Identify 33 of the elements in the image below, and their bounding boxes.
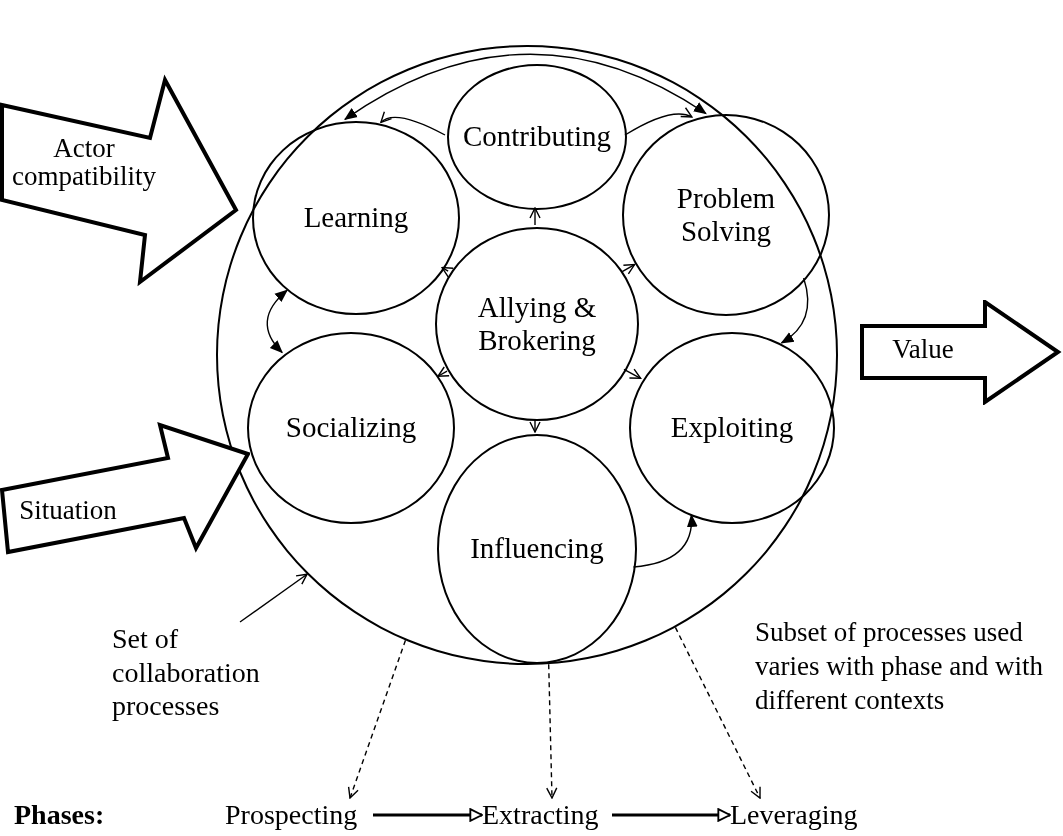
phase-arrow (612, 808, 731, 822)
process-circle: Allying & Brokering (435, 227, 639, 421)
dashed-arrow (674, 626, 761, 799)
process-circle: Learning (252, 121, 460, 315)
process-circle: Exploiting (629, 332, 835, 524)
arrow (380, 111, 446, 136)
arrow-label: Value (891, 335, 955, 364)
arrow (621, 263, 636, 275)
arrow (266, 289, 288, 354)
process-circle: Socializing (247, 332, 455, 524)
process-circle: Influencing (437, 434, 637, 664)
process-circle: Problem Solving (622, 114, 830, 316)
arrow (344, 53, 707, 121)
dashed-arrow (347, 639, 407, 799)
note-text: Subset of processes used varies with phase and with different contexts (755, 616, 1044, 717)
arrow (624, 107, 693, 136)
callout-text: Set of collaboration processes (112, 622, 284, 730)
arrow (529, 418, 541, 433)
phase-label: Prospecting (225, 798, 373, 832)
arrow-label: Actor compatibility (11, 134, 157, 191)
arrow (441, 266, 454, 278)
block-arrow (0, 420, 250, 555)
phases-heading: Phases: (14, 798, 105, 832)
process-circle: Contributing (447, 64, 627, 210)
arrow-label: Situation (18, 496, 118, 525)
phase-label: Leveraging (730, 798, 872, 832)
arrow (529, 207, 541, 226)
phase-arrow (373, 808, 483, 822)
phase-label: Extracting (482, 798, 612, 832)
arrow (437, 366, 450, 377)
block-arrow (860, 300, 1062, 405)
dashed-arrow (546, 663, 558, 799)
leader-line (239, 573, 308, 623)
